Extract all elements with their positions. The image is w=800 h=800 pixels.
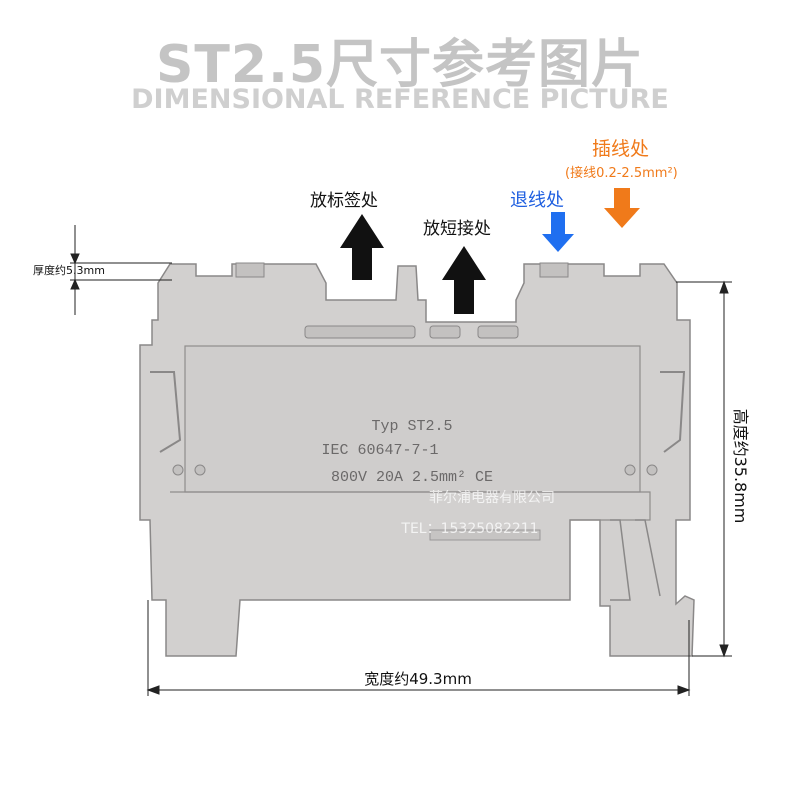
callout-insert-range: (接线0.2-2.5mm²) — [565, 166, 678, 181]
terminal-block-body — [139, 262, 695, 657]
dimension-width-label: 宽度约49.3mm — [364, 670, 472, 688]
watermark-company: 菲尔浦电器有限公司 — [429, 490, 555, 506]
marking-line3: 800V 20A 2.5mm² CE — [331, 469, 493, 486]
callout-insert: 插线处 — [592, 138, 650, 160]
page-title: ST2.5尺寸参考图片 — [155, 35, 645, 95]
watermark-tel: TEL：15325082211 — [400, 521, 538, 537]
dimension-height-label: 高度约35.8mm — [731, 408, 750, 524]
dimension-thickness-label: 厚度约5.3mm — [33, 264, 105, 277]
width-dimension — [146, 600, 691, 696]
product-marking: Typ ST2.5 IEC 60647-7-1 800V 20A 2.5mm² … — [321, 418, 493, 486]
arrow-up-short-icon — [442, 246, 486, 314]
watermark: 菲尔浦电器有限公司 TEL：15325082211 — [400, 490, 555, 537]
arrow-down-insert-icon — [604, 188, 640, 228]
page-subtitle: DIMENSIONAL REFERENCE PICTURE — [131, 84, 669, 115]
height-dimension — [676, 280, 732, 658]
marking-line2: IEC 60647-7-1 — [321, 442, 438, 459]
arrow-up-label-icon — [340, 214, 384, 280]
arrow-down-release-icon — [542, 212, 574, 252]
thickness-dimension — [70, 225, 172, 315]
callout-short-slot: 放短接处 — [423, 219, 491, 239]
callout-label-slot: 放标签处 — [310, 191, 378, 211]
callout-release: 退线处 — [510, 190, 564, 211]
marking-line1: Typ ST2.5 — [371, 418, 452, 435]
